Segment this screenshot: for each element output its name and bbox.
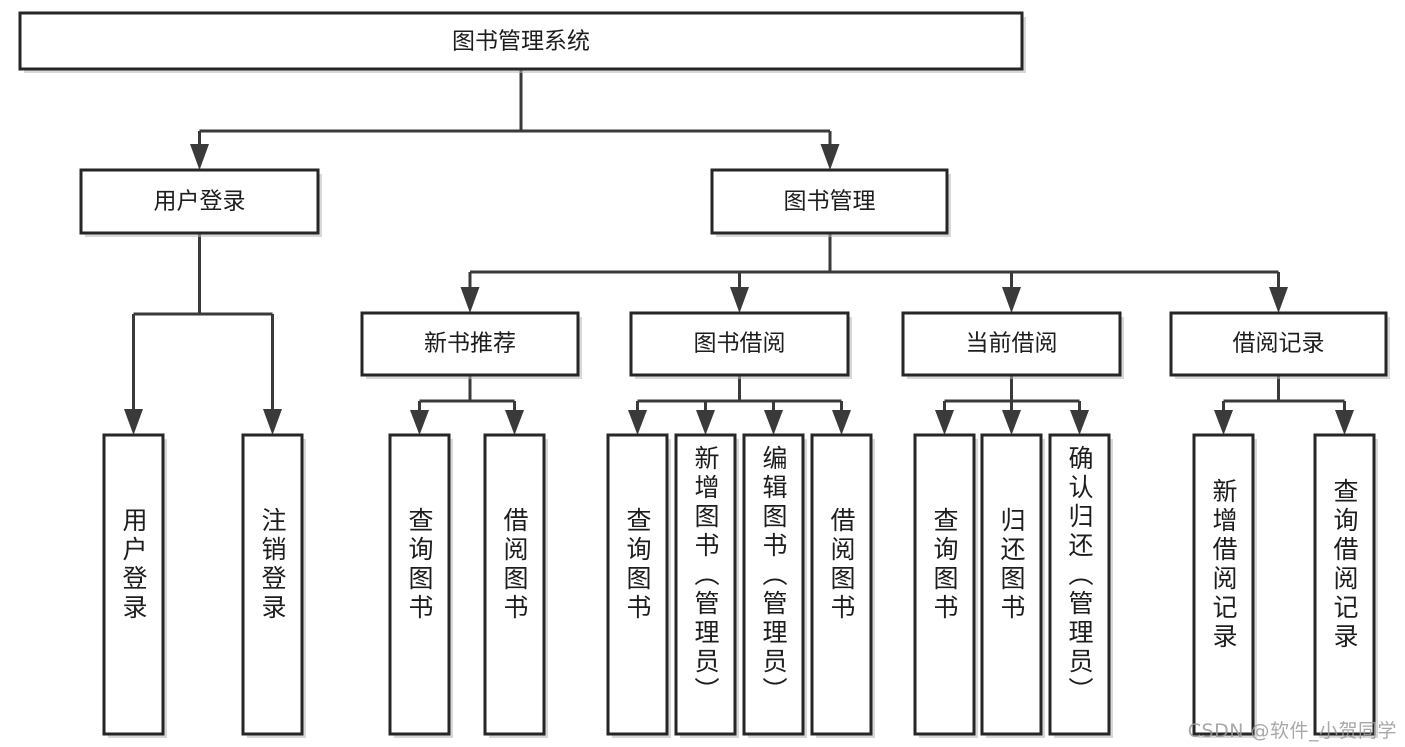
node-leaf-add-book[interactable] [674,433,739,738]
arrow-leaf-query-book-rec [410,410,429,435]
node-root-box[interactable] [18,11,1024,71]
node-current-borrow[interactable]: 当前借阅 [901,311,1124,379]
connector-layer [124,69,1354,435]
leaf-box-layer [102,433,1378,738]
node-leaf-query-book-box[interactable] [606,433,669,736]
arrow-leaf-add-record [1214,410,1233,435]
node-leaf-query-book-rec[interactable] [388,433,453,738]
arrow-current-borrow [1002,287,1021,313]
node-leaf-return-book[interactable] [980,433,1045,738]
node-book-borrow[interactable]: 图书借阅 [629,311,852,379]
arrow-to-user-login [190,144,209,170]
arrow-borrow-record [1269,287,1288,313]
node-leaf-query-record[interactable] [1313,433,1378,738]
arrow-leaf-user-login [124,409,143,435]
node-book-manage-box[interactable] [710,168,949,235]
arrow-leaf-add-book [696,410,715,435]
node-user-login[interactable]: 用户登录 [79,168,322,237]
node-user-login-label: 用户登录 [154,189,246,215]
node-book-borrow-label: 图书借阅 [694,331,786,357]
arrow-leaf-query-record [1335,410,1354,435]
node-leaf-logout-box[interactable] [241,433,304,736]
node-leaf-query-record-box[interactable] [1313,433,1376,736]
node-root-label: 图书管理系统 [452,29,590,55]
node-leaf-borrow-book[interactable] [810,433,875,738]
arrow-to-book-manage [820,144,840,170]
node-leaf-add-book-box[interactable] [674,433,737,736]
node-new-book-rec-box[interactable] [360,311,580,377]
node-leaf-query-book[interactable] [606,433,671,738]
node-new-book-rec-label: 新书推荐 [424,331,516,357]
node-layer: 图书管理系统 用户登录 图书管理 新书推荐 [18,11,1390,738]
csdn-watermark: CSDN @软件_小贺同学 [1187,720,1397,742]
node-leaf-borrow-book-rec-box[interactable] [483,433,546,736]
node-current-borrow-label: 当前借阅 [966,331,1058,357]
node-root[interactable]: 图书管理系统 [18,11,1026,73]
node-user-login-box[interactable] [79,168,320,235]
node-leaf-user-login[interactable] [102,433,167,738]
node-borrow-record-label: 借阅记录 [1233,331,1325,357]
arrow-leaf-query-book-cur [935,410,954,435]
node-leaf-add-record-box[interactable] [1192,433,1255,736]
node-leaf-add-record[interactable] [1192,433,1257,738]
node-leaf-confirm-return-box[interactable] [1048,433,1111,736]
node-book-borrow-box[interactable] [629,311,850,377]
node-leaf-logout[interactable] [241,433,306,738]
node-borrow-record-label-box[interactable] [1169,311,1388,377]
node-book-manage-label: 图书管理 [784,189,876,215]
node-leaf-borrow-book-rec[interactable] [483,433,548,738]
node-leaf-edit-book-box[interactable] [742,433,805,736]
node-leaf-query-book-cur[interactable] [913,433,978,738]
node-new-book-rec[interactable]: 新书推荐 [360,311,582,379]
arrow-leaf-edit-book [764,410,783,435]
node-current-borrow-box[interactable] [901,311,1122,377]
node-borrow-record[interactable]: 借阅记录 [1169,311,1390,379]
arrow-leaf-logout [263,409,282,435]
arrow-book-borrow [730,287,749,313]
node-leaf-borrow-book-box[interactable] [810,433,873,736]
node-leaf-query-book-cur-box[interactable] [913,433,976,736]
node-leaf-edit-book[interactable] [742,433,807,738]
arrow-leaf-query-book [628,410,647,435]
node-leaf-confirm-return[interactable] [1048,433,1113,738]
arrow-leaf-return-book [1002,410,1021,435]
node-leaf-return-book-box[interactable] [980,433,1043,736]
arrow-new-book-rec [460,287,480,313]
node-book-manage[interactable]: 图书管理 [710,168,951,237]
arrow-leaf-borrow-book-rec [505,410,524,435]
arrow-leaf-confirm-return [1070,410,1089,435]
arrow-leaf-borrow-book [832,410,851,435]
node-leaf-query-book-rec-box[interactable] [388,433,451,736]
node-leaf-user-login-box[interactable] [102,433,165,736]
